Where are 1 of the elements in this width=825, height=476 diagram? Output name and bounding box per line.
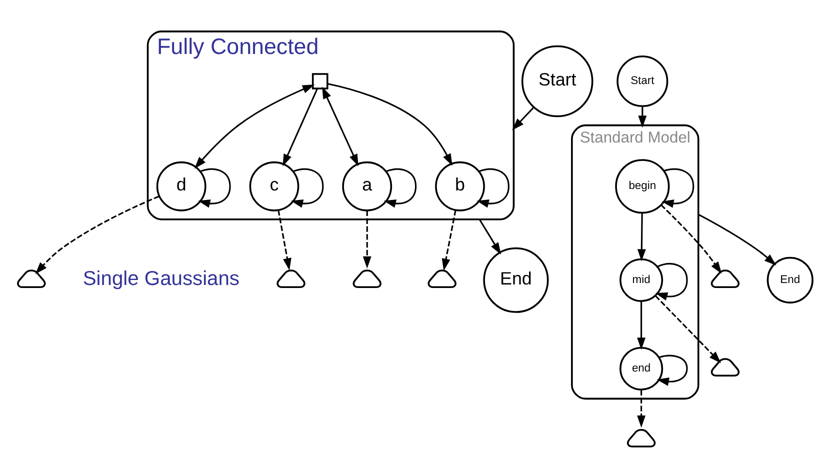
label: Single Gaussians — [82, 268, 240, 290]
